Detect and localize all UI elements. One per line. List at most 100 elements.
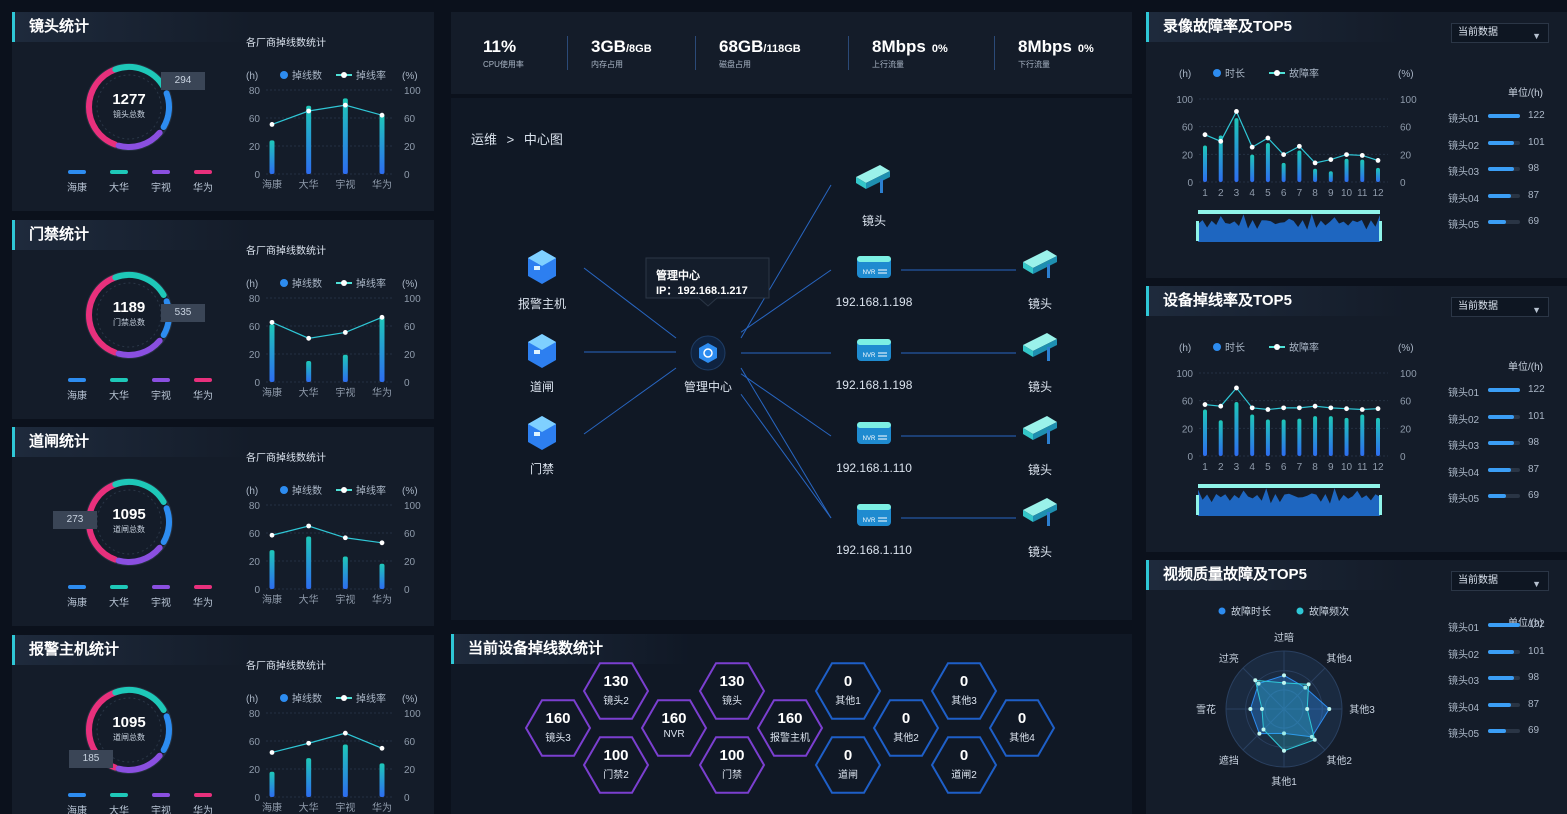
- legend-item: 华为: [186, 170, 220, 194]
- center-node-icon[interactable]: [699, 343, 717, 363]
- y2-tick-label: 100: [1400, 95, 1417, 106]
- y2-tick-label: 100: [404, 709, 421, 720]
- bar: [1328, 416, 1333, 456]
- hex-count: 130: [603, 673, 629, 690]
- camera-icon[interactable]: [856, 165, 890, 193]
- y-tick-label: 100: [1176, 95, 1193, 106]
- y-axis-unit-left: (h): [246, 486, 258, 497]
- rate-point: [1281, 405, 1287, 411]
- bar: [342, 354, 348, 382]
- access-control-icon[interactable]: [528, 416, 556, 450]
- nvr-icon[interactable]: NVR: [857, 422, 891, 444]
- stat-unit: /8GB: [625, 43, 652, 55]
- hex-cell[interactable]: [814, 736, 882, 794]
- top5-value: 87: [1528, 698, 1540, 710]
- hex-cell[interactable]: [930, 662, 998, 720]
- y2-tick-label: 20: [1400, 150, 1412, 161]
- legend-item: 大华: [102, 170, 136, 194]
- camera-front: [1033, 256, 1057, 274]
- brush-handle-left[interactable]: [1196, 495, 1199, 515]
- chevron-down-icon: ▼: [1532, 579, 1541, 589]
- top5-name: 镜头02: [1448, 140, 1480, 152]
- hex-cell[interactable]: [640, 699, 708, 757]
- count-badge: 185: [69, 750, 113, 768]
- hex-device: 其他4: [1009, 733, 1035, 744]
- legend-swatch: [152, 377, 170, 382]
- hex-cell[interactable]: [582, 736, 650, 794]
- top5-value: 87: [1528, 189, 1540, 201]
- x-tick-label: 7: [1297, 462, 1303, 473]
- brush-handle-left[interactable]: [1196, 221, 1199, 241]
- hex-cell[interactable]: [988, 699, 1056, 757]
- data-range-select[interactable]: 当前数据▼: [1451, 297, 1549, 317]
- radar-axis: [1283, 708, 1326, 751]
- hex-cell[interactable]: [930, 736, 998, 794]
- nvr-icon[interactable]: NVR: [857, 256, 891, 278]
- hex-cell[interactable]: [814, 662, 882, 720]
- donut-segment: [112, 686, 167, 713]
- legend-swatch: [68, 792, 86, 797]
- hex-cell[interactable]: [756, 699, 824, 757]
- hex-cell[interactable]: [698, 662, 766, 720]
- x-tick-label: 10: [1341, 462, 1353, 473]
- gate-icon[interactable]: [528, 334, 556, 368]
- panel-title: 视频质量故障及TOP5: [1146, 560, 1406, 590]
- legend-label: 大华: [109, 390, 129, 402]
- x-tick-label: 大华: [299, 593, 319, 606]
- breadcrumb-root[interactable]: 运维: [471, 132, 498, 147]
- camera-icon[interactable]: [1023, 250, 1057, 278]
- legend-item: 华为: [186, 585, 220, 609]
- rate-point: [1234, 385, 1239, 391]
- y2-tick-label: 0: [1400, 452, 1406, 463]
- alarm-host-icon[interactable]: [528, 250, 556, 284]
- camera-side: [1023, 345, 1033, 357]
- brush-handle-right[interactable]: [1379, 495, 1382, 515]
- rate-point: [269, 122, 275, 127]
- camera-icon[interactable]: [1023, 498, 1057, 526]
- x-tick-label: 2: [1218, 188, 1224, 199]
- tooltip-ip: IP：192.168.1.217: [656, 285, 748, 297]
- top5-bar: [1488, 414, 1520, 419]
- camera-icon[interactable]: [1023, 416, 1057, 444]
- brush-handle-right[interactable]: [1379, 221, 1382, 241]
- legend-dot-bars: [280, 486, 288, 494]
- nvr-icon[interactable]: NVR: [857, 504, 891, 526]
- hex-cell[interactable]: [582, 662, 650, 720]
- hex-cell[interactable]: [872, 699, 940, 757]
- nvr-icon[interactable]: NVR: [857, 339, 891, 361]
- count-badge: 535: [161, 304, 205, 322]
- data-range-select[interactable]: 当前数据▼: [1451, 23, 1549, 43]
- data-range-select[interactable]: 当前数据▼: [1451, 571, 1549, 591]
- rate-point: [1375, 158, 1381, 163]
- hex-cell[interactable]: [524, 699, 592, 757]
- top5-name: 镜头03: [1448, 441, 1480, 453]
- rate-line: [271, 732, 383, 753]
- camera-icon[interactable]: [1023, 333, 1057, 361]
- top5-name: 镜头02: [1448, 414, 1480, 426]
- range-brush[interactable]: [1194, 208, 1394, 248]
- hex-cell[interactable]: [698, 736, 766, 794]
- legend-item: 大华: [102, 377, 136, 402]
- radar-axis-label: 其他4: [1326, 652, 1352, 665]
- range-brush[interactable]: [1194, 482, 1394, 522]
- radar-point: [1309, 734, 1314, 739]
